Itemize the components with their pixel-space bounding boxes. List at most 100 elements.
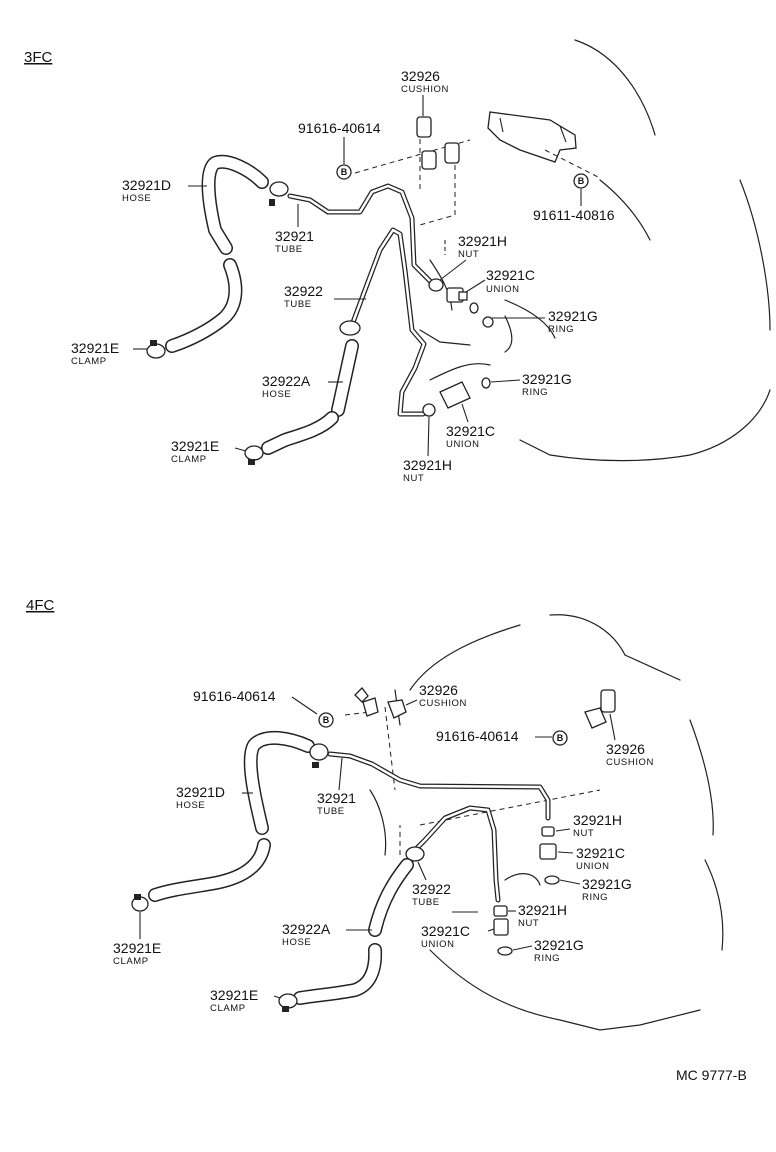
part-number: 32921G bbox=[548, 308, 598, 324]
nut-3fc-lower bbox=[422, 403, 436, 417]
part-number: 91611-40816 bbox=[533, 207, 615, 223]
part-name: HOSE bbox=[176, 800, 205, 811]
tube-32922-3fc bbox=[349, 227, 427, 417]
part-number: 32921 bbox=[275, 228, 314, 244]
part-name: RING bbox=[534, 953, 560, 964]
union-4fc-upper bbox=[539, 843, 557, 860]
part-number: 32921H bbox=[518, 902, 567, 918]
part-number: 32921H bbox=[573, 812, 622, 828]
clamp-3fc-mid bbox=[339, 320, 361, 336]
bolt-marker-4fc-a: B bbox=[318, 712, 334, 728]
bolt-marker-3fc-a: B bbox=[336, 164, 352, 180]
clamp-32921e-4fc-b bbox=[278, 993, 298, 1012]
bolt-marker-3fc-b: B bbox=[573, 173, 589, 189]
hose-32922a-3fc bbox=[261, 339, 359, 455]
clamp-32921e-3fc-a bbox=[146, 340, 166, 359]
part-number: 32921C bbox=[576, 845, 625, 861]
callout-32921e-3fc-a: 32921E CLAMP bbox=[71, 340, 147, 367]
hose-32921d-3fc bbox=[165, 154, 269, 353]
part-name: UNION bbox=[421, 939, 455, 950]
part-name: CLAMP bbox=[171, 454, 207, 465]
clamp-32921e-4fc-a bbox=[131, 894, 149, 912]
callout-91611-40816-3fc: 91611-40816 bbox=[533, 189, 615, 223]
callout-32921g-4fc-a: 32921G RING bbox=[559, 876, 632, 903]
part-name: HOSE bbox=[282, 937, 311, 948]
callout-32921g-4fc-b: 32921G RING bbox=[512, 937, 584, 964]
part-number: 32921E bbox=[113, 940, 161, 956]
part-number: 32922A bbox=[282, 921, 331, 937]
callout-32922-4fc: 32922 TUBE bbox=[412, 861, 478, 913]
part-number: 32922 bbox=[412, 881, 451, 897]
callout-91616-40614-4fc-a: 91616-40614 bbox=[193, 688, 318, 715]
cushion-4fc-b bbox=[584, 689, 616, 729]
part-name: CLAMP bbox=[210, 1003, 246, 1014]
figure-code: MC 9777-B bbox=[676, 1067, 747, 1083]
callout-32921c-3fc-b: 32921C UNION bbox=[446, 403, 495, 450]
ring-4fc-upper bbox=[544, 875, 560, 885]
part-number: 32921E bbox=[71, 340, 119, 356]
callout-32921e-3fc-b: 32921E CLAMP bbox=[171, 438, 247, 465]
hose-32921d-4fc bbox=[148, 730, 315, 902]
bolt-marker-4fc-b: B bbox=[552, 730, 568, 746]
svg-text:B: B bbox=[323, 715, 330, 725]
callout-32921h-3fc-a: 32921H NUT bbox=[439, 233, 507, 281]
section-label-3fc: 3FC bbox=[24, 49, 53, 66]
callout-91616-40614-4fc-b: 91616-40614 bbox=[436, 728, 552, 744]
transmission-outline-4fc bbox=[369, 614, 724, 1031]
section-3fc: 3FC bbox=[24, 39, 771, 484]
part-number: 32921G bbox=[534, 937, 584, 953]
part-name: TUBE bbox=[284, 299, 312, 310]
part-name: UNION bbox=[486, 284, 520, 295]
cushion-4fc-a bbox=[354, 687, 407, 719]
part-name: CLAMP bbox=[113, 956, 149, 967]
part-name: NUT bbox=[573, 828, 594, 839]
nut-4fc-lower bbox=[493, 905, 508, 917]
callout-32926-4fc-b: 32926 CUSHION bbox=[606, 713, 653, 768]
callout-32921d-4fc: 32921D HOSE bbox=[176, 784, 253, 811]
section-label-4fc: 4FC bbox=[26, 597, 55, 614]
part-name: UNION bbox=[576, 861, 610, 872]
part-number: 32921G bbox=[582, 876, 632, 892]
part-name: TUBE bbox=[275, 244, 303, 255]
part-name: CUSHION bbox=[401, 84, 449, 95]
part-number: 32926 bbox=[401, 68, 440, 84]
part-number: 32921C bbox=[446, 423, 495, 439]
clamp-4fc-mid bbox=[405, 846, 425, 862]
part-number: 32921H bbox=[403, 457, 452, 473]
callout-32921-4fc: 32921 TUBE bbox=[317, 757, 356, 817]
part-name: UNION bbox=[446, 439, 480, 450]
union-3fc-upper bbox=[446, 287, 468, 303]
part-number: 32921C bbox=[421, 923, 470, 939]
part-number: 91616-40614 bbox=[298, 120, 381, 136]
nut-3fc-upper bbox=[428, 278, 444, 292]
tube-32921-3fc bbox=[287, 183, 435, 286]
svg-text:B: B bbox=[557, 733, 564, 743]
part-name: NUT bbox=[518, 918, 539, 929]
bracket-3fc bbox=[354, 111, 601, 255]
part-name: CLAMP bbox=[71, 356, 107, 367]
part-number: 32922 bbox=[284, 283, 323, 299]
part-number: 32921E bbox=[171, 438, 219, 454]
part-name: RING bbox=[548, 324, 574, 335]
ring-3fc-lower bbox=[481, 377, 491, 389]
cushion-3fc-top bbox=[416, 116, 432, 138]
callout-32922a-4fc: 32922A HOSE bbox=[282, 921, 372, 948]
cushion-3fc-mid bbox=[421, 142, 460, 170]
part-name: RING bbox=[522, 387, 548, 398]
part-number: 32921C bbox=[486, 267, 535, 283]
callout-32921h-4fc-b: 32921H NUT bbox=[508, 902, 567, 929]
callout-32921g-3fc-b: 32921G RING bbox=[490, 371, 572, 398]
part-number: 32921H bbox=[458, 233, 507, 249]
transmission-outline-3fc bbox=[419, 39, 771, 462]
clamp-32921e-3fc-b bbox=[244, 445, 264, 465]
callout-32921c-4fc-b: 32921C UNION bbox=[421, 923, 495, 950]
part-number: 32926 bbox=[419, 682, 458, 698]
section-4fc: 4FC B bbox=[26, 597, 724, 1031]
ring-4fc-lower bbox=[497, 946, 513, 956]
callout-91616-40614-3fc: 91616-40614 bbox=[298, 120, 381, 164]
part-name: RING bbox=[582, 892, 608, 903]
part-name: TUBE bbox=[317, 806, 345, 817]
ring-3fc-upper bbox=[469, 302, 494, 328]
callout-32922a-3fc: 32922A HOSE bbox=[262, 373, 343, 400]
tube-32921-4fc bbox=[327, 751, 551, 821]
